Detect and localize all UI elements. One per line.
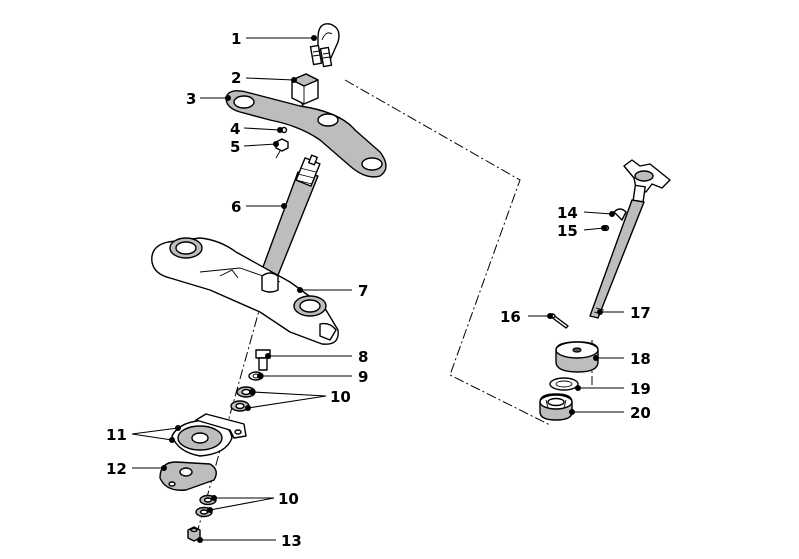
part-spring-washer — [549, 377, 579, 391]
part-nut — [275, 138, 289, 159]
callout-3: 3 — [186, 90, 196, 108]
callout-5: 5 — [230, 138, 240, 156]
leader-lines — [131, 35, 624, 543]
callout-2: 2 — [231, 69, 241, 87]
callout-10-lower: 10 — [278, 490, 299, 508]
callout-4: 4 — [230, 120, 240, 138]
callout-17: 17 — [630, 304, 651, 322]
part-pin-clip — [613, 208, 627, 221]
part-lower-triple-clamp — [151, 237, 339, 345]
callout-13: 13 — [281, 532, 302, 550]
callout-6: 6 — [231, 198, 241, 216]
part-bottom-nut — [187, 526, 201, 542]
part-friction-plate — [171, 413, 247, 457]
callout-15: 15 — [557, 222, 578, 240]
callout-labels: 1 2 3 4 5 6 7 8 9 10 11 12 10 13 14 15 1… — [106, 30, 651, 550]
callout-1: 1 — [231, 30, 241, 48]
part-u-bolt — [309, 23, 340, 68]
part-adjuster-rod — [589, 159, 671, 319]
part-knob-body — [555, 341, 599, 373]
part-steering-stem — [255, 154, 321, 291]
part-clamp-block — [291, 73, 319, 112]
callout-19: 19 — [630, 380, 651, 398]
callout-10-upper: 10 — [330, 388, 351, 406]
callout-14: 14 — [557, 204, 578, 222]
callout-8: 8 — [358, 348, 368, 366]
callout-16: 16 — [500, 308, 521, 326]
callout-11: 11 — [106, 426, 127, 444]
callout-12: 12 — [106, 460, 127, 478]
callout-7: 7 — [358, 282, 368, 300]
part-slotted-nut — [539, 393, 573, 421]
part-bolt — [255, 349, 271, 371]
callout-18: 18 — [630, 350, 651, 368]
part-lower-plate — [159, 461, 217, 491]
callout-9: 9 — [358, 368, 368, 386]
callout-20: 20 — [630, 404, 651, 422]
part-top-plate — [225, 90, 387, 178]
